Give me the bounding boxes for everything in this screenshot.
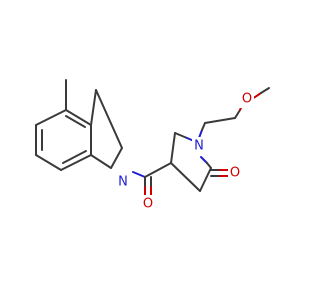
atom-label-o-amide: O [141,195,155,213]
methoxyethyl-chain [198,87,270,139]
atom-o-amide: O [143,197,153,212]
atom-n-ring: N [118,175,128,190]
atom-label-n-pyrrolidinone: N [192,137,206,155]
atom-n-pyrrolidinone: N [194,139,204,154]
atom-label-o-lactam: O [228,164,242,182]
tetrahydro-ring [90,89,123,169]
molecule-structure: N N O O O [35,79,270,213]
amide-linker [132,162,172,198]
atom-label-n-ring: N [116,173,130,191]
benzene-ring [35,109,92,171]
lactam-carbonyl [210,169,230,177]
atom-label-o-ether: O [240,90,254,108]
atom-o-lactam: O [230,166,240,181]
atom-o-ether: O [242,92,252,107]
